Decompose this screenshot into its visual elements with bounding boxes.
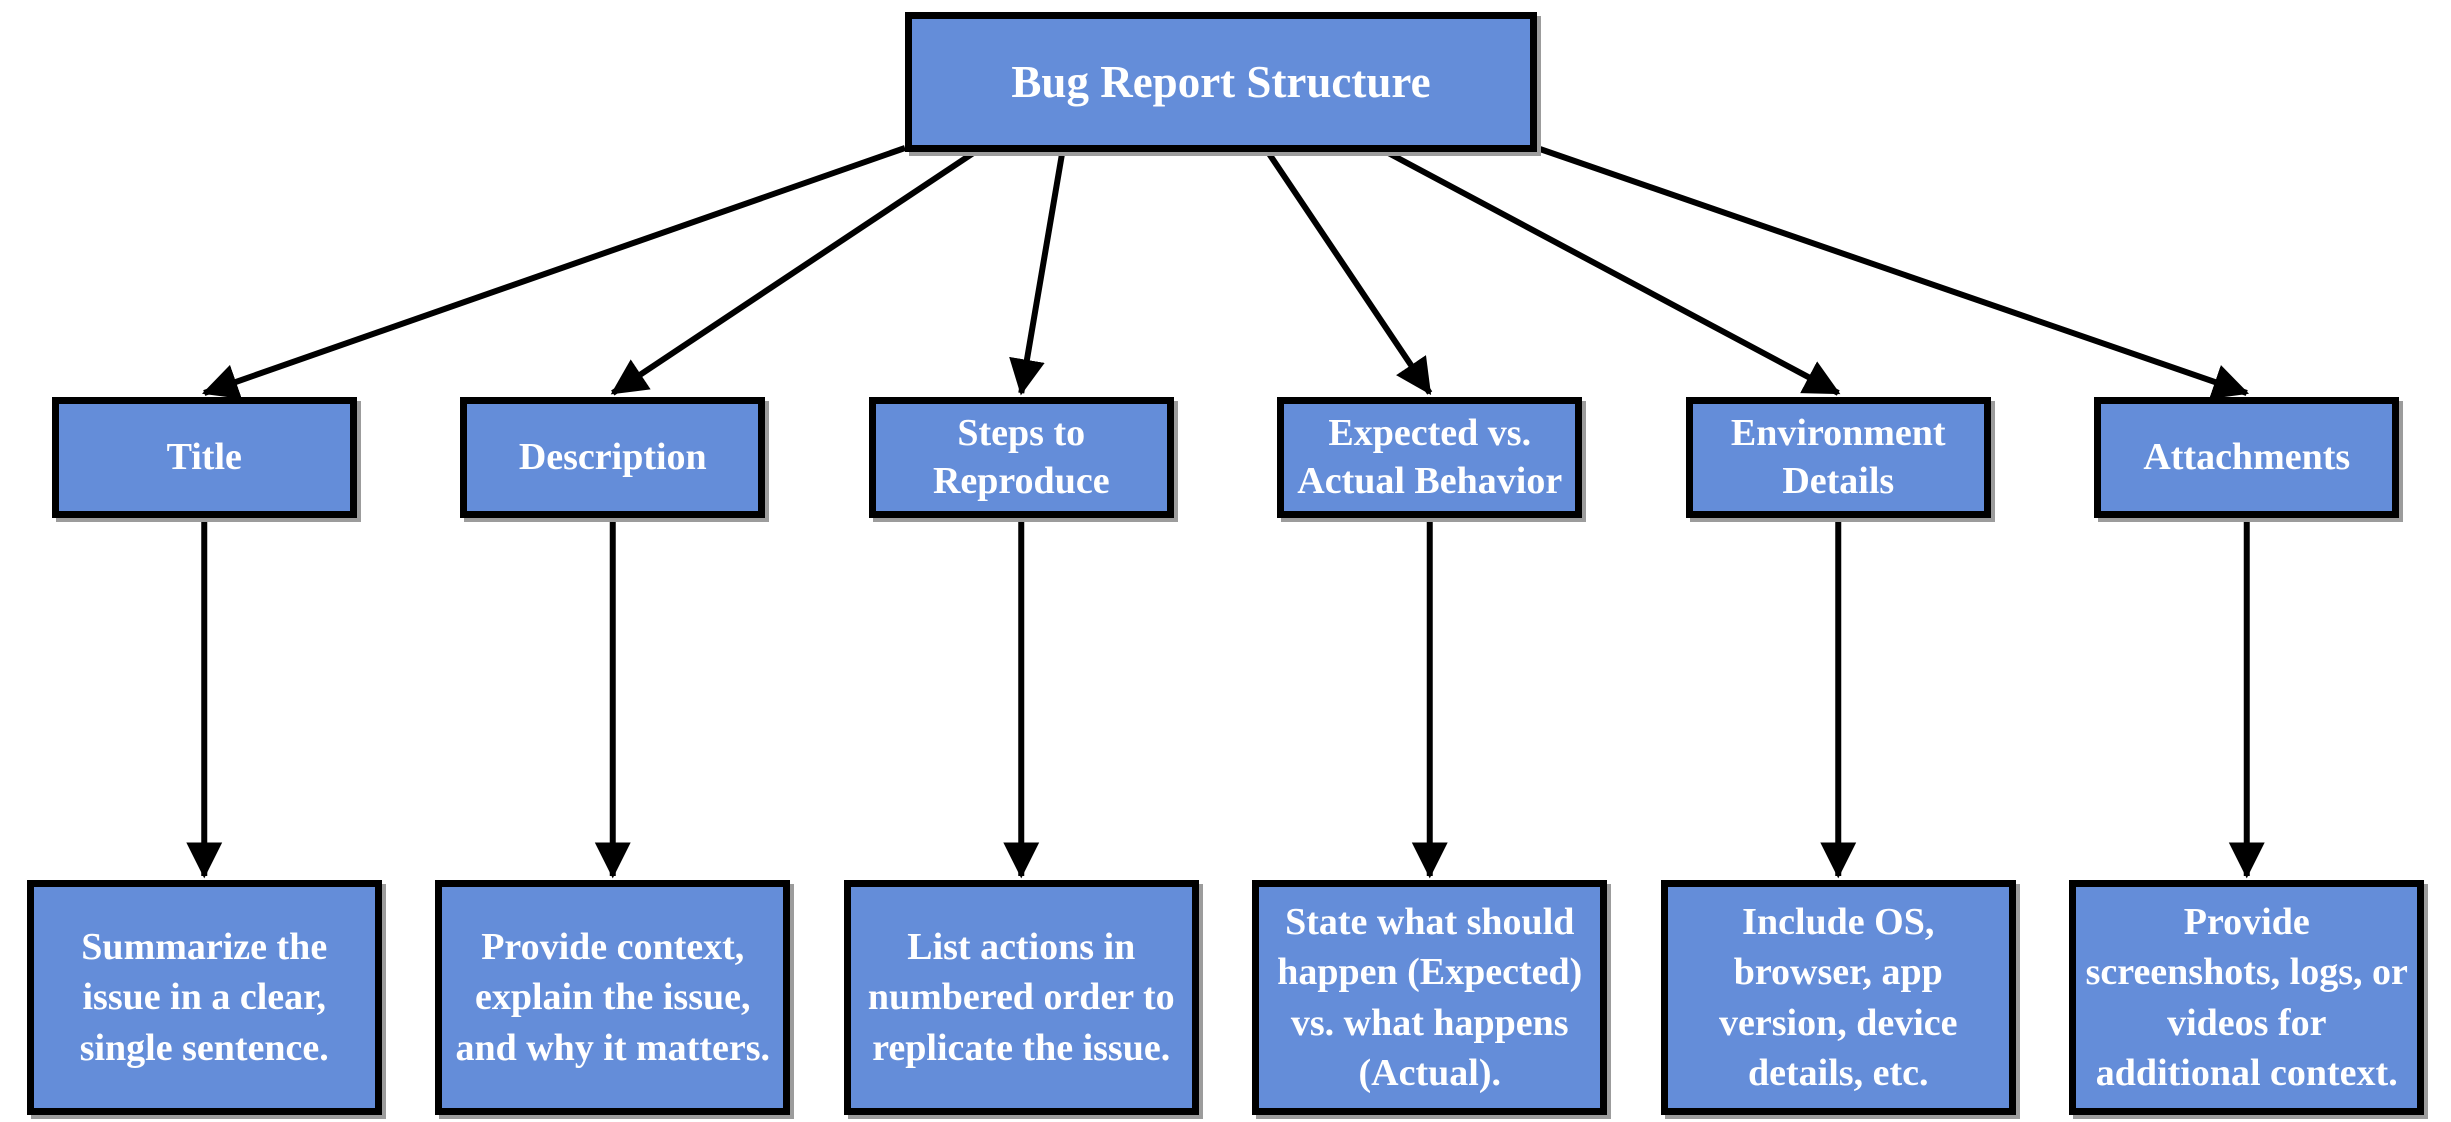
category-node: Steps to Reproduce	[868, 397, 1174, 518]
column-steps-to-reproduce: Steps to Reproduce List actions in numbe…	[817, 397, 1226, 1115]
category-node: Expected vs. Actual Behavior	[1277, 397, 1583, 518]
column-title: Title Summarize the issue in a clear, si…	[0, 397, 409, 1115]
detail-text: Summarize the issue in a clear, single s…	[79, 926, 329, 1069]
detail-node: List actions in numbered order to replic…	[843, 880, 1199, 1115]
category-node: Title	[51, 397, 357, 518]
category-label: Steps to Reproduce	[932, 412, 1110, 502]
diagram-columns: Title Summarize the issue in a clear, si…	[0, 397, 2451, 1115]
detail-node: Include OS, browser, app version, device…	[1660, 880, 2016, 1115]
root-node-label: Bug Report Structure	[1011, 57, 1431, 107]
category-node: Description	[460, 397, 766, 518]
category-label: Description	[518, 435, 707, 478]
detail-text: Provide context, explain the issue, and …	[455, 926, 771, 1069]
category-label: Title	[166, 435, 242, 478]
root-node: Bug Report Structure	[905, 12, 1537, 152]
detail-text: State what should happen (Expected) vs. …	[1277, 901, 1583, 1094]
detail-text: List actions in numbered order to replic…	[867, 926, 1175, 1069]
detail-node: Provide context, explain the issue, and …	[435, 880, 791, 1115]
column-attachments: Attachments Provide screenshots, logs, o…	[2043, 397, 2451, 1115]
detail-text: Include OS, browser, app version, device…	[1718, 901, 1958, 1094]
column-environment-details: Environment Details Include OS, browser,…	[1634, 397, 2043, 1115]
column-description: Description Provide context, explain the…	[409, 397, 818, 1115]
category-label: Attachments	[2143, 435, 2351, 478]
category-label: Expected vs. Actual Behavior	[1297, 412, 1563, 502]
column-expected-vs-actual: Expected vs. Actual Behavior State what …	[1226, 397, 1635, 1115]
category-label: Environment Details	[1730, 412, 1946, 502]
detail-node: Summarize the issue in a clear, single s…	[26, 880, 382, 1115]
detail-node: State what should happen (Expected) vs. …	[1252, 880, 1608, 1115]
category-node: Environment Details	[1685, 397, 1991, 518]
detail-node: Provide screenshots, logs, or videos for…	[2069, 880, 2425, 1115]
category-node: Attachments	[2094, 397, 2400, 518]
detail-text: Provide screenshots, logs, or videos for…	[2085, 901, 2408, 1094]
